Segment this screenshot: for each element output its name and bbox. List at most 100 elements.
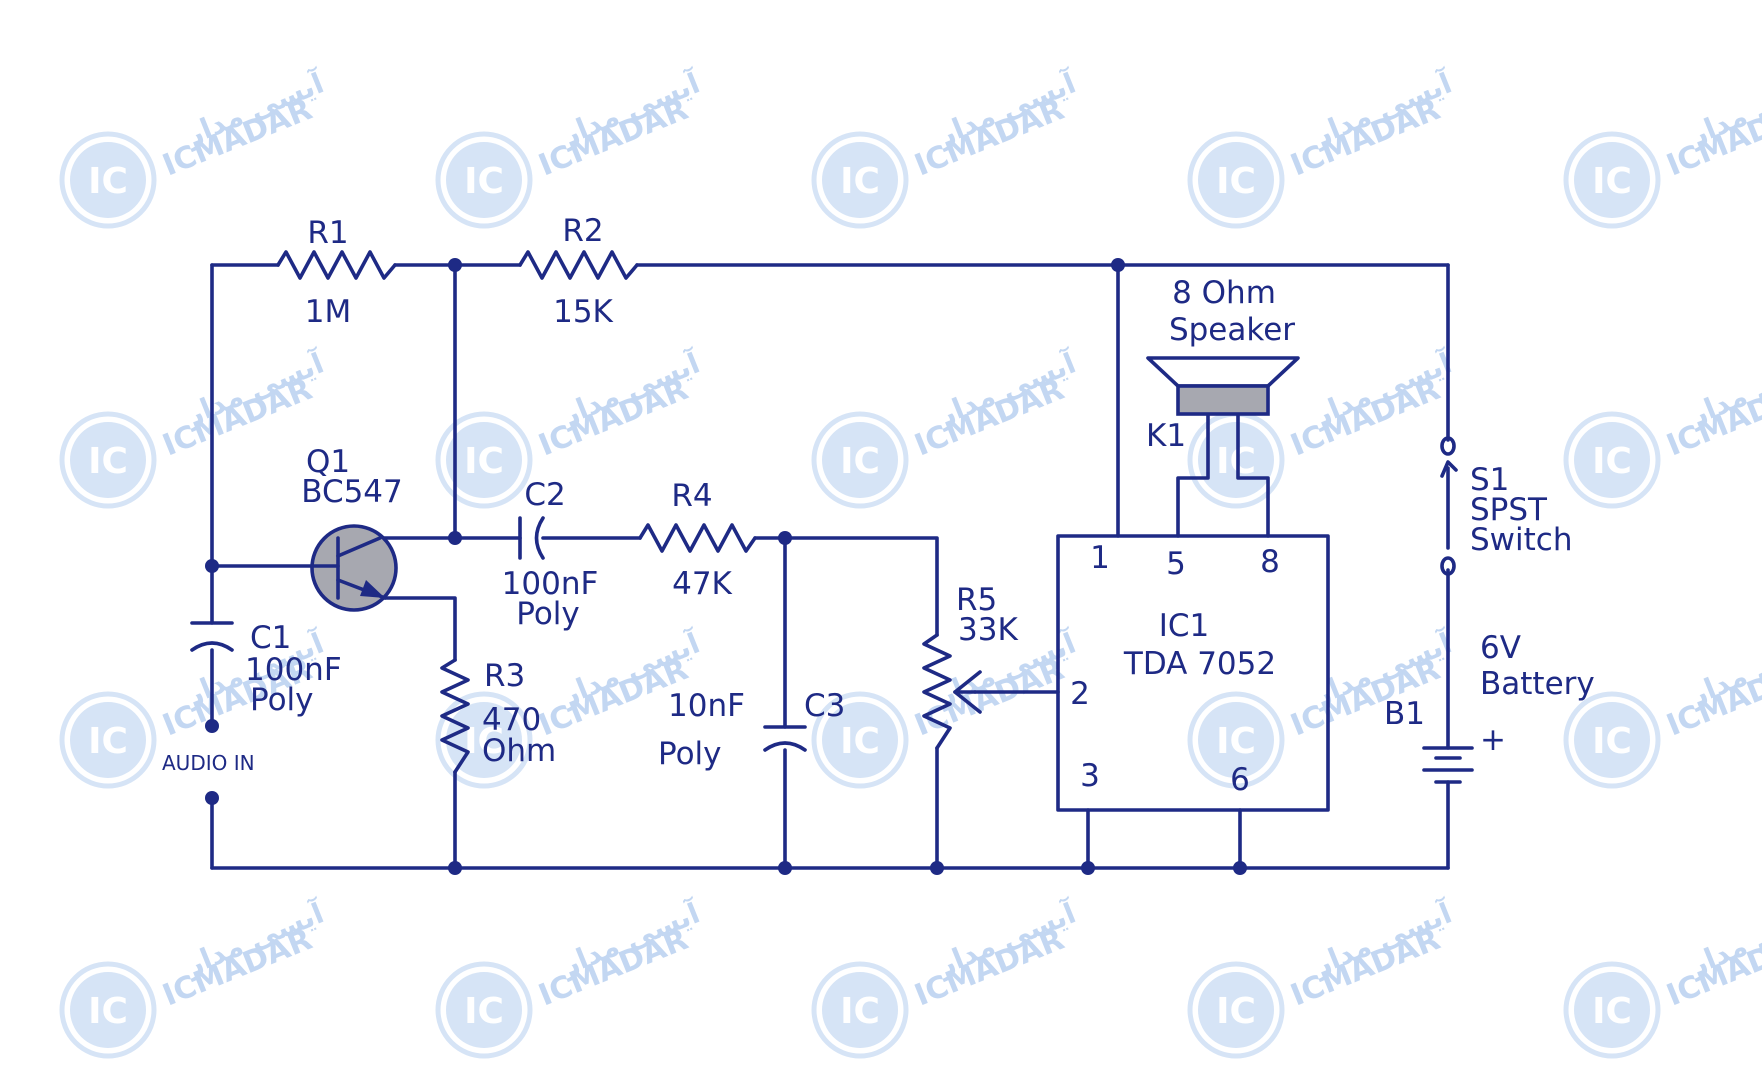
r3-name: R3 <box>484 658 525 694</box>
junction-dot <box>930 861 944 875</box>
watermark-badge-text: IC <box>1216 721 1256 762</box>
watermark-badge-text: IC <box>840 161 880 202</box>
watermark-badge-text: IC <box>840 721 880 762</box>
capacitor-c2: C2 100nF Poly <box>502 477 599 632</box>
r4-name: R4 <box>671 478 712 514</box>
watermark-badge-text: IC <box>88 721 128 762</box>
watermark-badge-ring <box>1187 691 1285 789</box>
watermark-badge <box>1198 702 1274 778</box>
speaker-k1: 8 Ohm Speaker K1 <box>1146 275 1300 454</box>
battery-plus: + <box>1480 722 1506 758</box>
watermark-badge <box>822 422 898 498</box>
watermark-badge <box>1574 702 1650 778</box>
watermark-badge-text: IC <box>1216 161 1256 202</box>
watermark-badge-text: IC <box>88 441 128 482</box>
watermark-badge-ring <box>59 961 157 1059</box>
watermark-badge-ring <box>59 131 157 229</box>
watermark-badge-text: IC <box>1592 441 1632 482</box>
c2-name: C2 <box>524 477 565 513</box>
audio-in-terminal <box>205 719 219 733</box>
r3-value: 470 <box>482 702 541 738</box>
c1-name: C1 <box>250 620 291 656</box>
ic-pin-1: 1 <box>1090 540 1110 576</box>
watermark-badge <box>70 422 146 498</box>
r2-value: 15K <box>553 294 613 330</box>
c1-type: Poly <box>250 682 314 718</box>
junction-dot <box>448 861 462 875</box>
ic-name: IC1 <box>1159 608 1210 644</box>
r3-unit: Ohm <box>482 733 556 769</box>
watermark-badge <box>1574 422 1650 498</box>
resistor-r4: R4 47K <box>638 478 757 602</box>
r2-name: R2 <box>562 213 603 249</box>
watermark-badge-ring <box>811 691 909 789</box>
s1-desc: Switch <box>1470 522 1573 558</box>
ic-pin-6: 6 <box>1230 762 1250 798</box>
watermark-badge-ring <box>59 411 157 509</box>
audio-in-terminal <box>205 791 219 805</box>
watermark-badge <box>1198 142 1274 218</box>
watermark-badge-text: IC <box>1216 991 1256 1032</box>
watermark-badge-ring <box>435 131 533 229</box>
c2-value: 100nF <box>502 566 599 602</box>
watermark-badge <box>446 422 522 498</box>
s1-type: SPST <box>1470 492 1548 528</box>
junction-dot <box>1081 861 1095 875</box>
junctions <box>205 258 1247 875</box>
watermark-badge-ring <box>811 961 909 1059</box>
watermark-badge-ring <box>1187 961 1285 1059</box>
watermark-badge-text: IC <box>88 991 128 1032</box>
watermark-badge-ring <box>435 411 533 509</box>
wire-ic-pin8 <box>1236 408 1270 538</box>
b1-name: B1 <box>1384 696 1425 732</box>
watermark-badge-ring <box>811 131 909 229</box>
audio-input: AUDIO IN <box>162 719 255 805</box>
watermark-badge <box>822 702 898 778</box>
ic-pin-3: 3 <box>1080 758 1100 794</box>
battery-b1: 6V Battery B1 + <box>1384 630 1595 784</box>
watermark-badge-text: IC <box>840 991 880 1032</box>
r4-value: 47K <box>672 566 732 602</box>
watermark-badge-ring <box>435 961 533 1059</box>
watermark-badge-ring <box>1563 411 1661 509</box>
watermark-badge <box>822 142 898 218</box>
c3-type: Poly <box>658 736 722 772</box>
watermark-badge <box>1198 972 1274 1048</box>
watermark-badge-ring <box>59 691 157 789</box>
watermark-badge-text: IC <box>464 441 504 482</box>
switch-s1: S1 SPST Switch <box>1440 436 1573 576</box>
watermark-badge-ring <box>1563 691 1661 789</box>
watermark-badge-text: IC <box>464 991 504 1032</box>
watermark-badge <box>70 702 146 778</box>
speaker-line2: Speaker <box>1169 312 1295 348</box>
ic-pin-5: 5 <box>1166 546 1186 582</box>
ic-pin-8: 8 <box>1260 544 1280 580</box>
battery-voltage: 6V <box>1480 630 1521 666</box>
resistor-r3: R3 470 Ohm <box>440 658 556 774</box>
wire-emitter <box>383 596 457 662</box>
watermark-badge-text: IC <box>464 161 504 202</box>
k1-name: K1 <box>1146 418 1186 454</box>
junction-dot <box>448 531 462 545</box>
c3-value: 10nF <box>668 688 745 724</box>
battery-desc: Battery <box>1480 666 1595 702</box>
speaker-line1: 8 Ohm <box>1172 275 1276 311</box>
wire-ic-pin5 <box>1176 408 1210 538</box>
watermark-badge <box>70 972 146 1048</box>
wire-r4-r5 <box>753 536 939 637</box>
r5-value: 33K <box>958 612 1018 648</box>
potentiometer-r5: R5 33K <box>922 582 1018 750</box>
resistor-r2: R2 15K <box>518 213 639 330</box>
ic-tda7052: IC1 TDA 7052 1 5 8 2 3 6 <box>1056 534 1330 812</box>
c1-value: 100nF <box>245 652 342 688</box>
